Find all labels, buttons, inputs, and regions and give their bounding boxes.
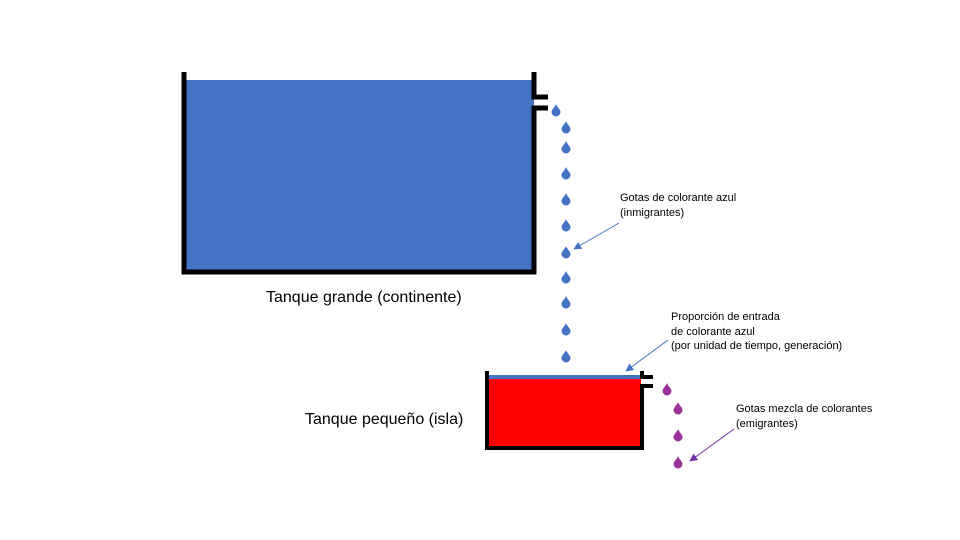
inflow-rate-label-line-1: Proporción de entrada [671, 311, 780, 323]
small-tank-water [488, 379, 641, 447]
mixed-drop [673, 456, 683, 469]
inflow-rate-arrow [625, 339, 669, 372]
blue-drops-arrow [573, 222, 620, 250]
blue-drop [561, 271, 571, 284]
inflow-rate-label: Proporción de entrada de colorante azul … [671, 310, 842, 354]
small-tank [485, 371, 653, 450]
mixed-drop [673, 402, 683, 415]
blue-drop [561, 350, 571, 363]
blue-drops-label-line-1: Gotas de colorante azul [620, 192, 737, 204]
blue-drop [561, 193, 571, 206]
large-tank-wall [181, 72, 548, 275]
blue-drop [561, 323, 571, 336]
mixed-drops-arrow [689, 428, 735, 462]
blue-drop [561, 167, 571, 180]
mixed-drops-label-line-1: Gotas mezcla de colorantes [736, 403, 873, 415]
inflow-rate-label-line-2: de colorante azul [671, 325, 755, 338]
mixed-drop [662, 383, 672, 396]
mixed-drops [662, 383, 683, 469]
blue-inflow-layer [488, 375, 641, 379]
blue-drop [551, 104, 561, 117]
blue-drop [561, 219, 571, 232]
blue-drop [561, 121, 571, 134]
small-tank-wall [485, 371, 653, 450]
blue-drops [551, 104, 571, 363]
large-tank-water [185, 80, 534, 270]
blue-drop [561, 296, 571, 309]
large-tank [181, 72, 548, 275]
blue-drops-label-line-2: (inmigrantes) [620, 206, 685, 219]
small-tank-label: Tanque pequeño (isla) [305, 411, 464, 428]
inflow-rate-label-line-3: (por unidad de tiempo, generación) [671, 340, 843, 352]
blue-drops-label: Gotas de colorante azul (inmigrantes) [620, 191, 736, 220]
blue-drop [561, 246, 571, 259]
large-tank-label: Tanque grande (continente) [266, 289, 462, 306]
mixed-drop [673, 429, 683, 442]
blue-drop [561, 141, 571, 154]
mixed-drops-label: Gotas mezcla de colorantes (emigrantes) [736, 402, 872, 431]
mixed-drops-label-line-2: (emigrantes) [736, 417, 798, 430]
